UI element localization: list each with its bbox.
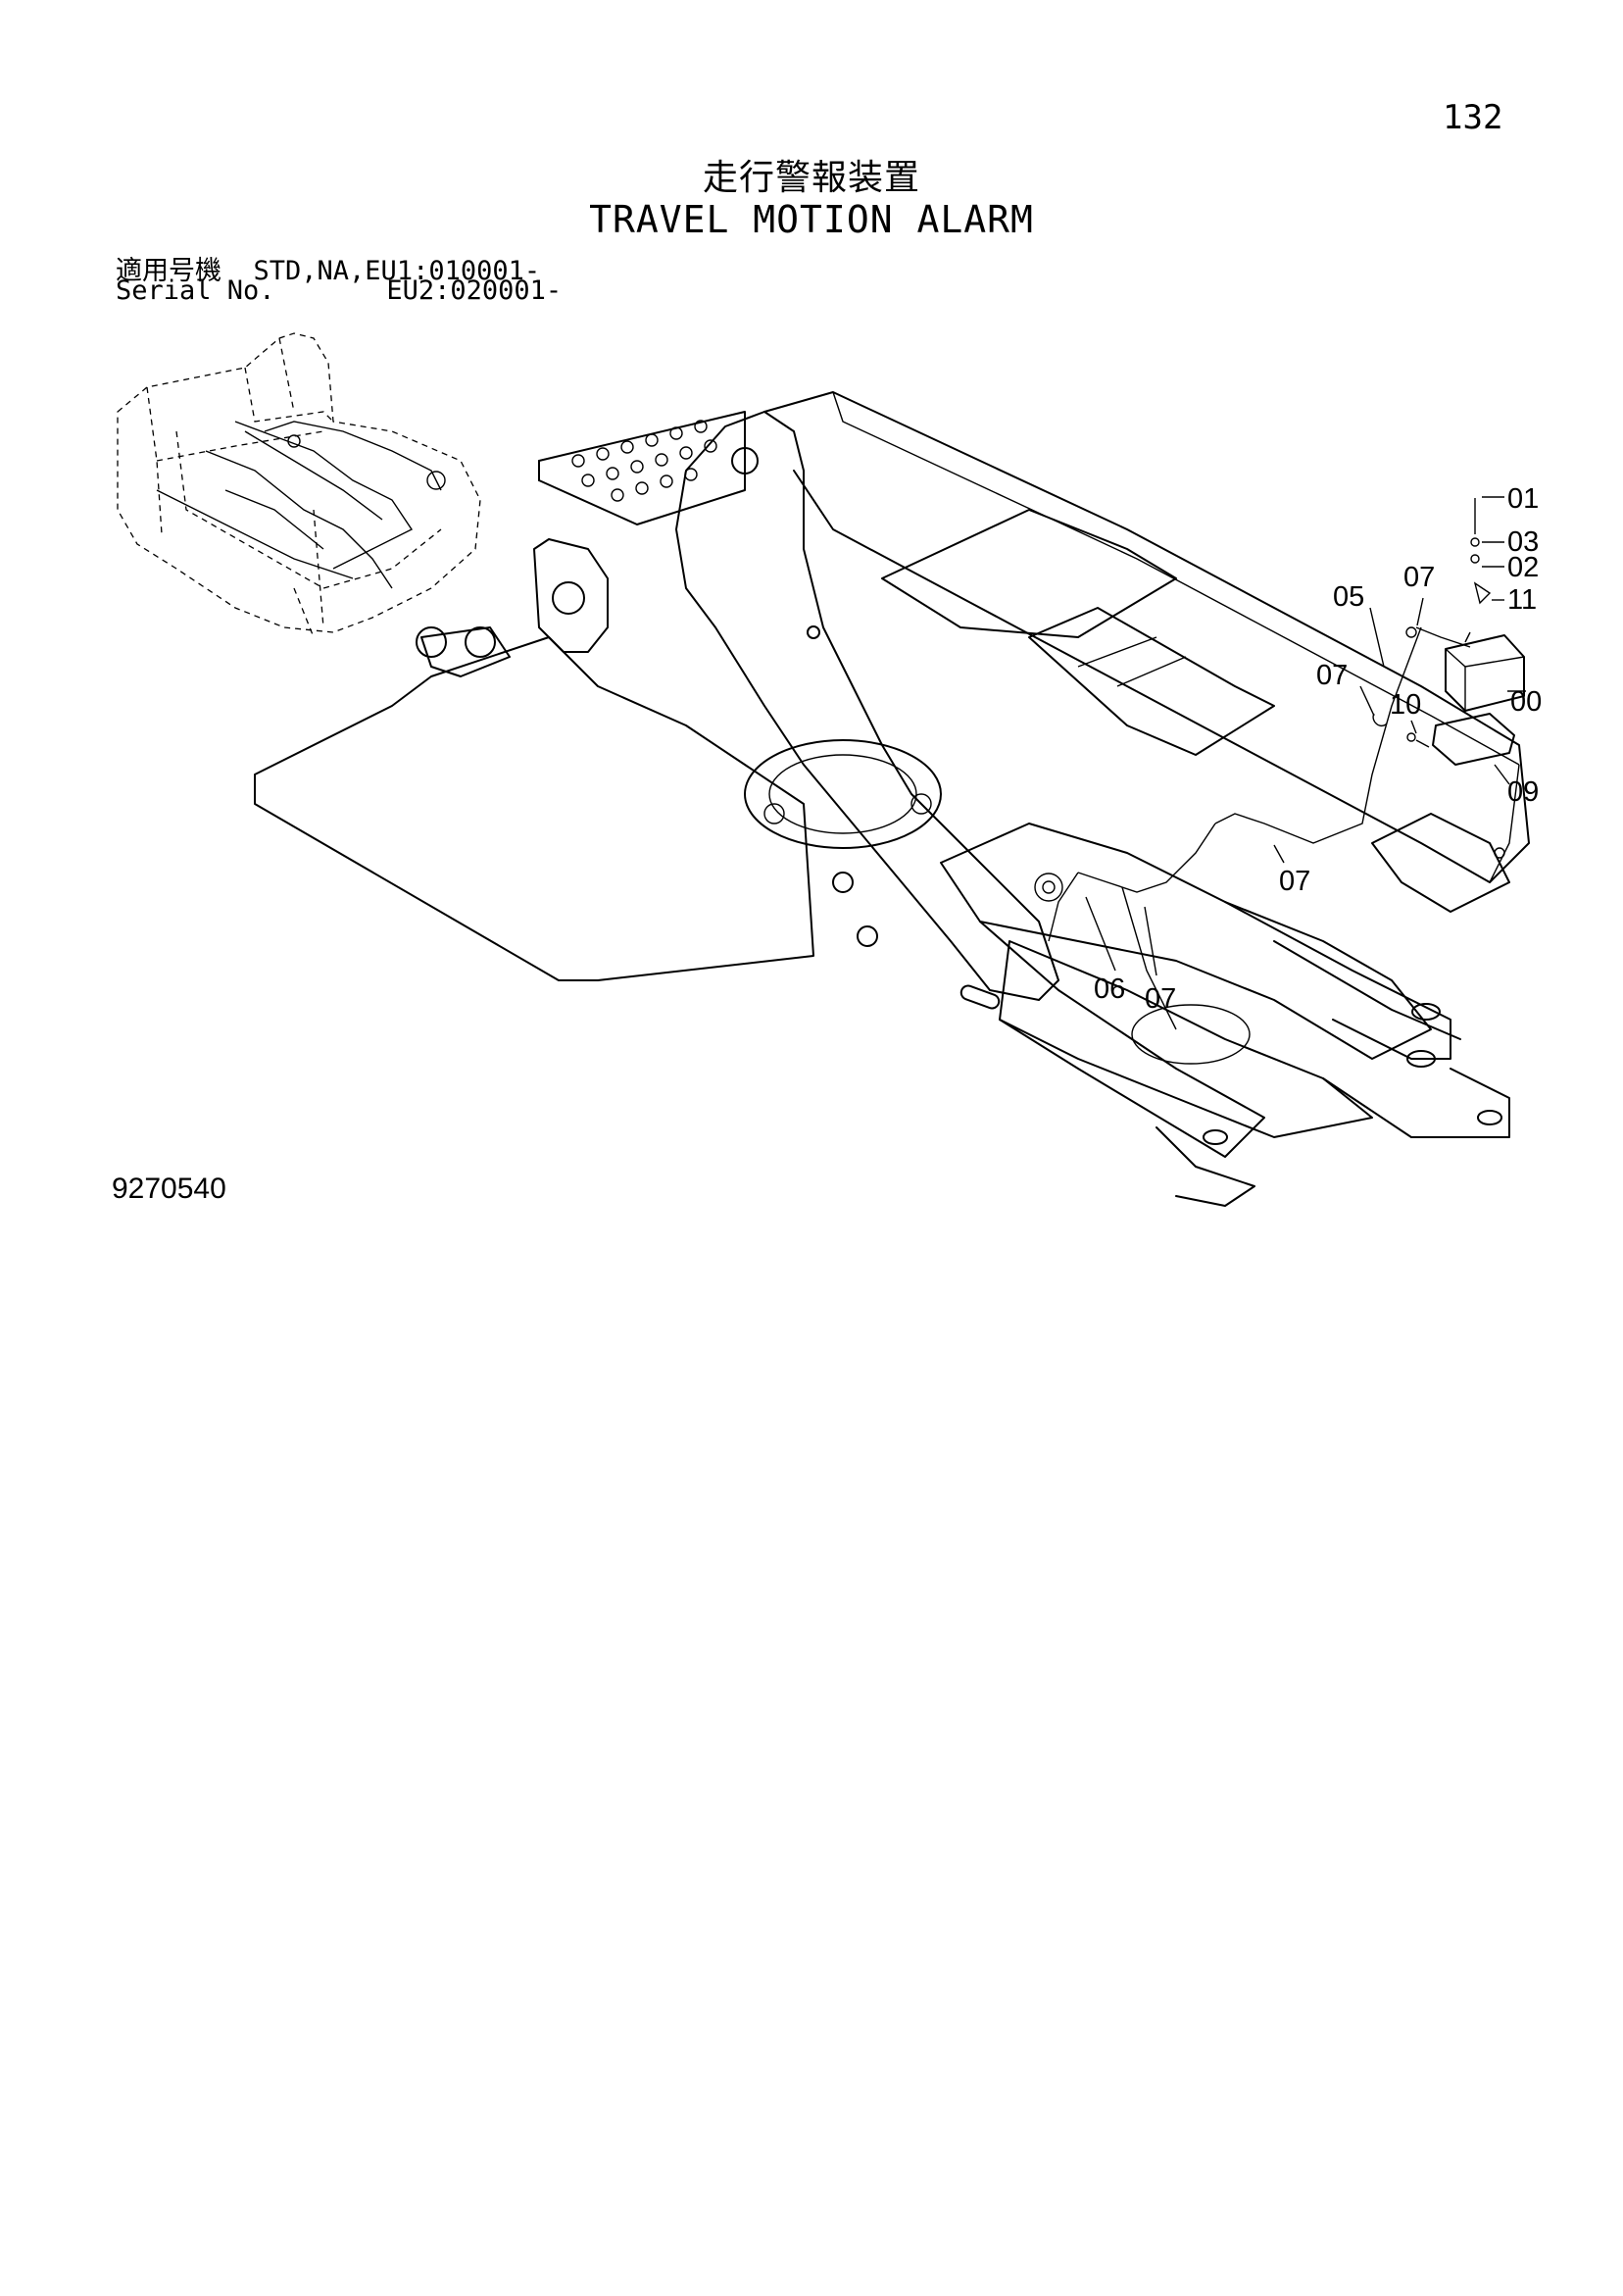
callout-03: 03 (1507, 526, 1539, 558)
callout-02: 02 (1507, 552, 1539, 583)
callout-07-right: 07 (1279, 866, 1310, 897)
serial-row-2: Serial No. EU2:020001- (116, 275, 562, 306)
page-number: 132 (1443, 98, 1503, 137)
serial-label-jp: 適用号機 (116, 256, 221, 286)
callout-07-mid: 07 (1316, 660, 1348, 691)
callout-05: 05 (1333, 581, 1364, 613)
callout-11: 11 (1507, 584, 1537, 616)
title-english: TRAVEL MOTION ALARM (589, 198, 1034, 241)
callout-07-top: 07 (1403, 562, 1435, 593)
callout-01: 01 (1507, 483, 1539, 515)
callout-10: 10 (1390, 689, 1421, 721)
serial-value-1: STD,NA,EU1:010001- (253, 256, 541, 286)
callout-09: 09 (1507, 776, 1539, 808)
callout-06: 06 (1094, 973, 1125, 1005)
callout-07-bottom: 07 (1145, 983, 1176, 1015)
drawing-number: 9270540 (112, 1173, 226, 1205)
serial-label-en: Serial No. (116, 275, 275, 306)
cab-inset-drawing (117, 332, 481, 638)
step-holes (571, 420, 717, 502)
serial-row-1: 適用号機 STD,NA,EU1:010001- (116, 249, 540, 287)
main-frame-drawing (254, 391, 1530, 1207)
leader-lines (1085, 496, 1526, 976)
callout-labels: 01 03 02 11 07 05 07 10 00 09 07 06 07 (1094, 483, 1542, 1015)
serial-value-2: EU2:020001- (386, 275, 563, 306)
title-japanese: 走行警報装置 (702, 158, 920, 198)
callout-00: 00 (1510, 686, 1542, 718)
